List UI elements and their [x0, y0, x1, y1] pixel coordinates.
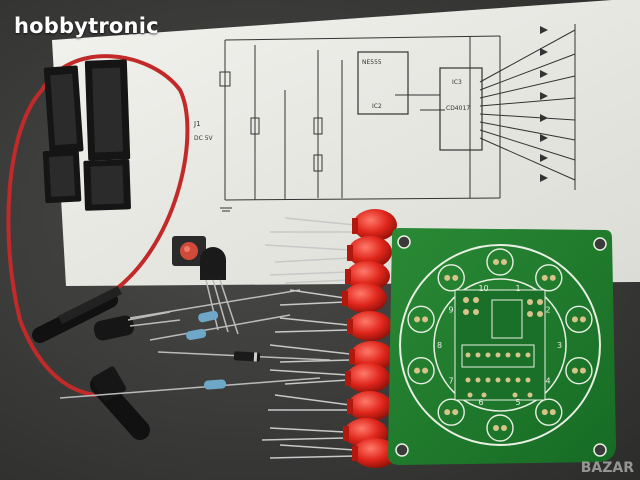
- pad-number: 4: [546, 376, 551, 385]
- cd4017-symbol: CD4017 IC3: [439, 67, 483, 151]
- pad-number: 6: [478, 398, 483, 407]
- marketplace-watermark: BAZAR: [580, 460, 634, 476]
- red-leds: [342, 209, 397, 468]
- resistor-2: [149, 314, 291, 341]
- schematic-leds: [540, 26, 548, 182]
- red-led: [347, 236, 392, 268]
- pad-number: 9: [448, 306, 453, 315]
- pad-number: 2: [546, 306, 551, 315]
- pad-number: 5: [516, 398, 521, 407]
- svg-text:NE555: NE555: [362, 59, 382, 66]
- svg-text:IC3: IC3: [452, 79, 462, 86]
- pad-number: 10: [478, 284, 488, 293]
- led-pad: 2: [535, 264, 563, 315]
- svg-text:IC2: IC2: [372, 103, 382, 110]
- resistor-1: [129, 289, 301, 323]
- red-led: [349, 341, 394, 371]
- led-pad: 4: [546, 356, 593, 385]
- jumper-connector-1: [32, 285, 123, 343]
- red-led: [352, 438, 397, 468]
- ic-sockets: [42, 59, 131, 211]
- pcb-board: [388, 228, 616, 465]
- pad-number: 1: [516, 284, 521, 293]
- led-pad: 3: [557, 305, 593, 350]
- svg-text:CD4017: CD4017: [446, 105, 470, 112]
- red-wire: [6, 54, 190, 397]
- schematic-sheet: NE555 IC2 CD4017 IC3: [52, 0, 640, 286]
- led-pad: 10: [437, 264, 489, 293]
- red-led: [347, 391, 392, 421]
- resistor-3: [59, 377, 321, 399]
- led-pad: 7: [437, 376, 465, 426]
- red-led: [347, 311, 392, 341]
- red-led: [345, 363, 390, 393]
- pcb-led-pads: 1 2 3 4 5 6 7 8 9 10: [407, 248, 593, 442]
- push-button: [172, 236, 206, 266]
- schematic-power-label: DC 5V: [194, 135, 214, 142]
- red-led: [352, 209, 397, 241]
- led-pad: 8: [407, 341, 442, 385]
- pcb-through-holes: [463, 297, 543, 398]
- schematic-resistors: [219, 71, 323, 172]
- pad-number: 8: [437, 341, 442, 350]
- pad-number: 3: [557, 341, 562, 350]
- ne555-symbol: NE555 IC2: [357, 51, 409, 115]
- led-pad: 9: [407, 305, 454, 334]
- led-pad: 5: [516, 398, 563, 426]
- red-led: [342, 283, 387, 313]
- led-pad: 1: [486, 248, 521, 293]
- jumper-connector-2: [90, 366, 150, 440]
- brand-watermark: hobbytronic: [14, 14, 159, 38]
- pad-number: 7: [448, 376, 453, 385]
- led-pad: 6: [478, 398, 514, 442]
- capacitor: [93, 311, 181, 341]
- schematic-connector-label: J1: [193, 120, 201, 128]
- diode: [157, 351, 331, 362]
- red-led: [345, 261, 390, 291]
- led-leads: [261, 217, 356, 459]
